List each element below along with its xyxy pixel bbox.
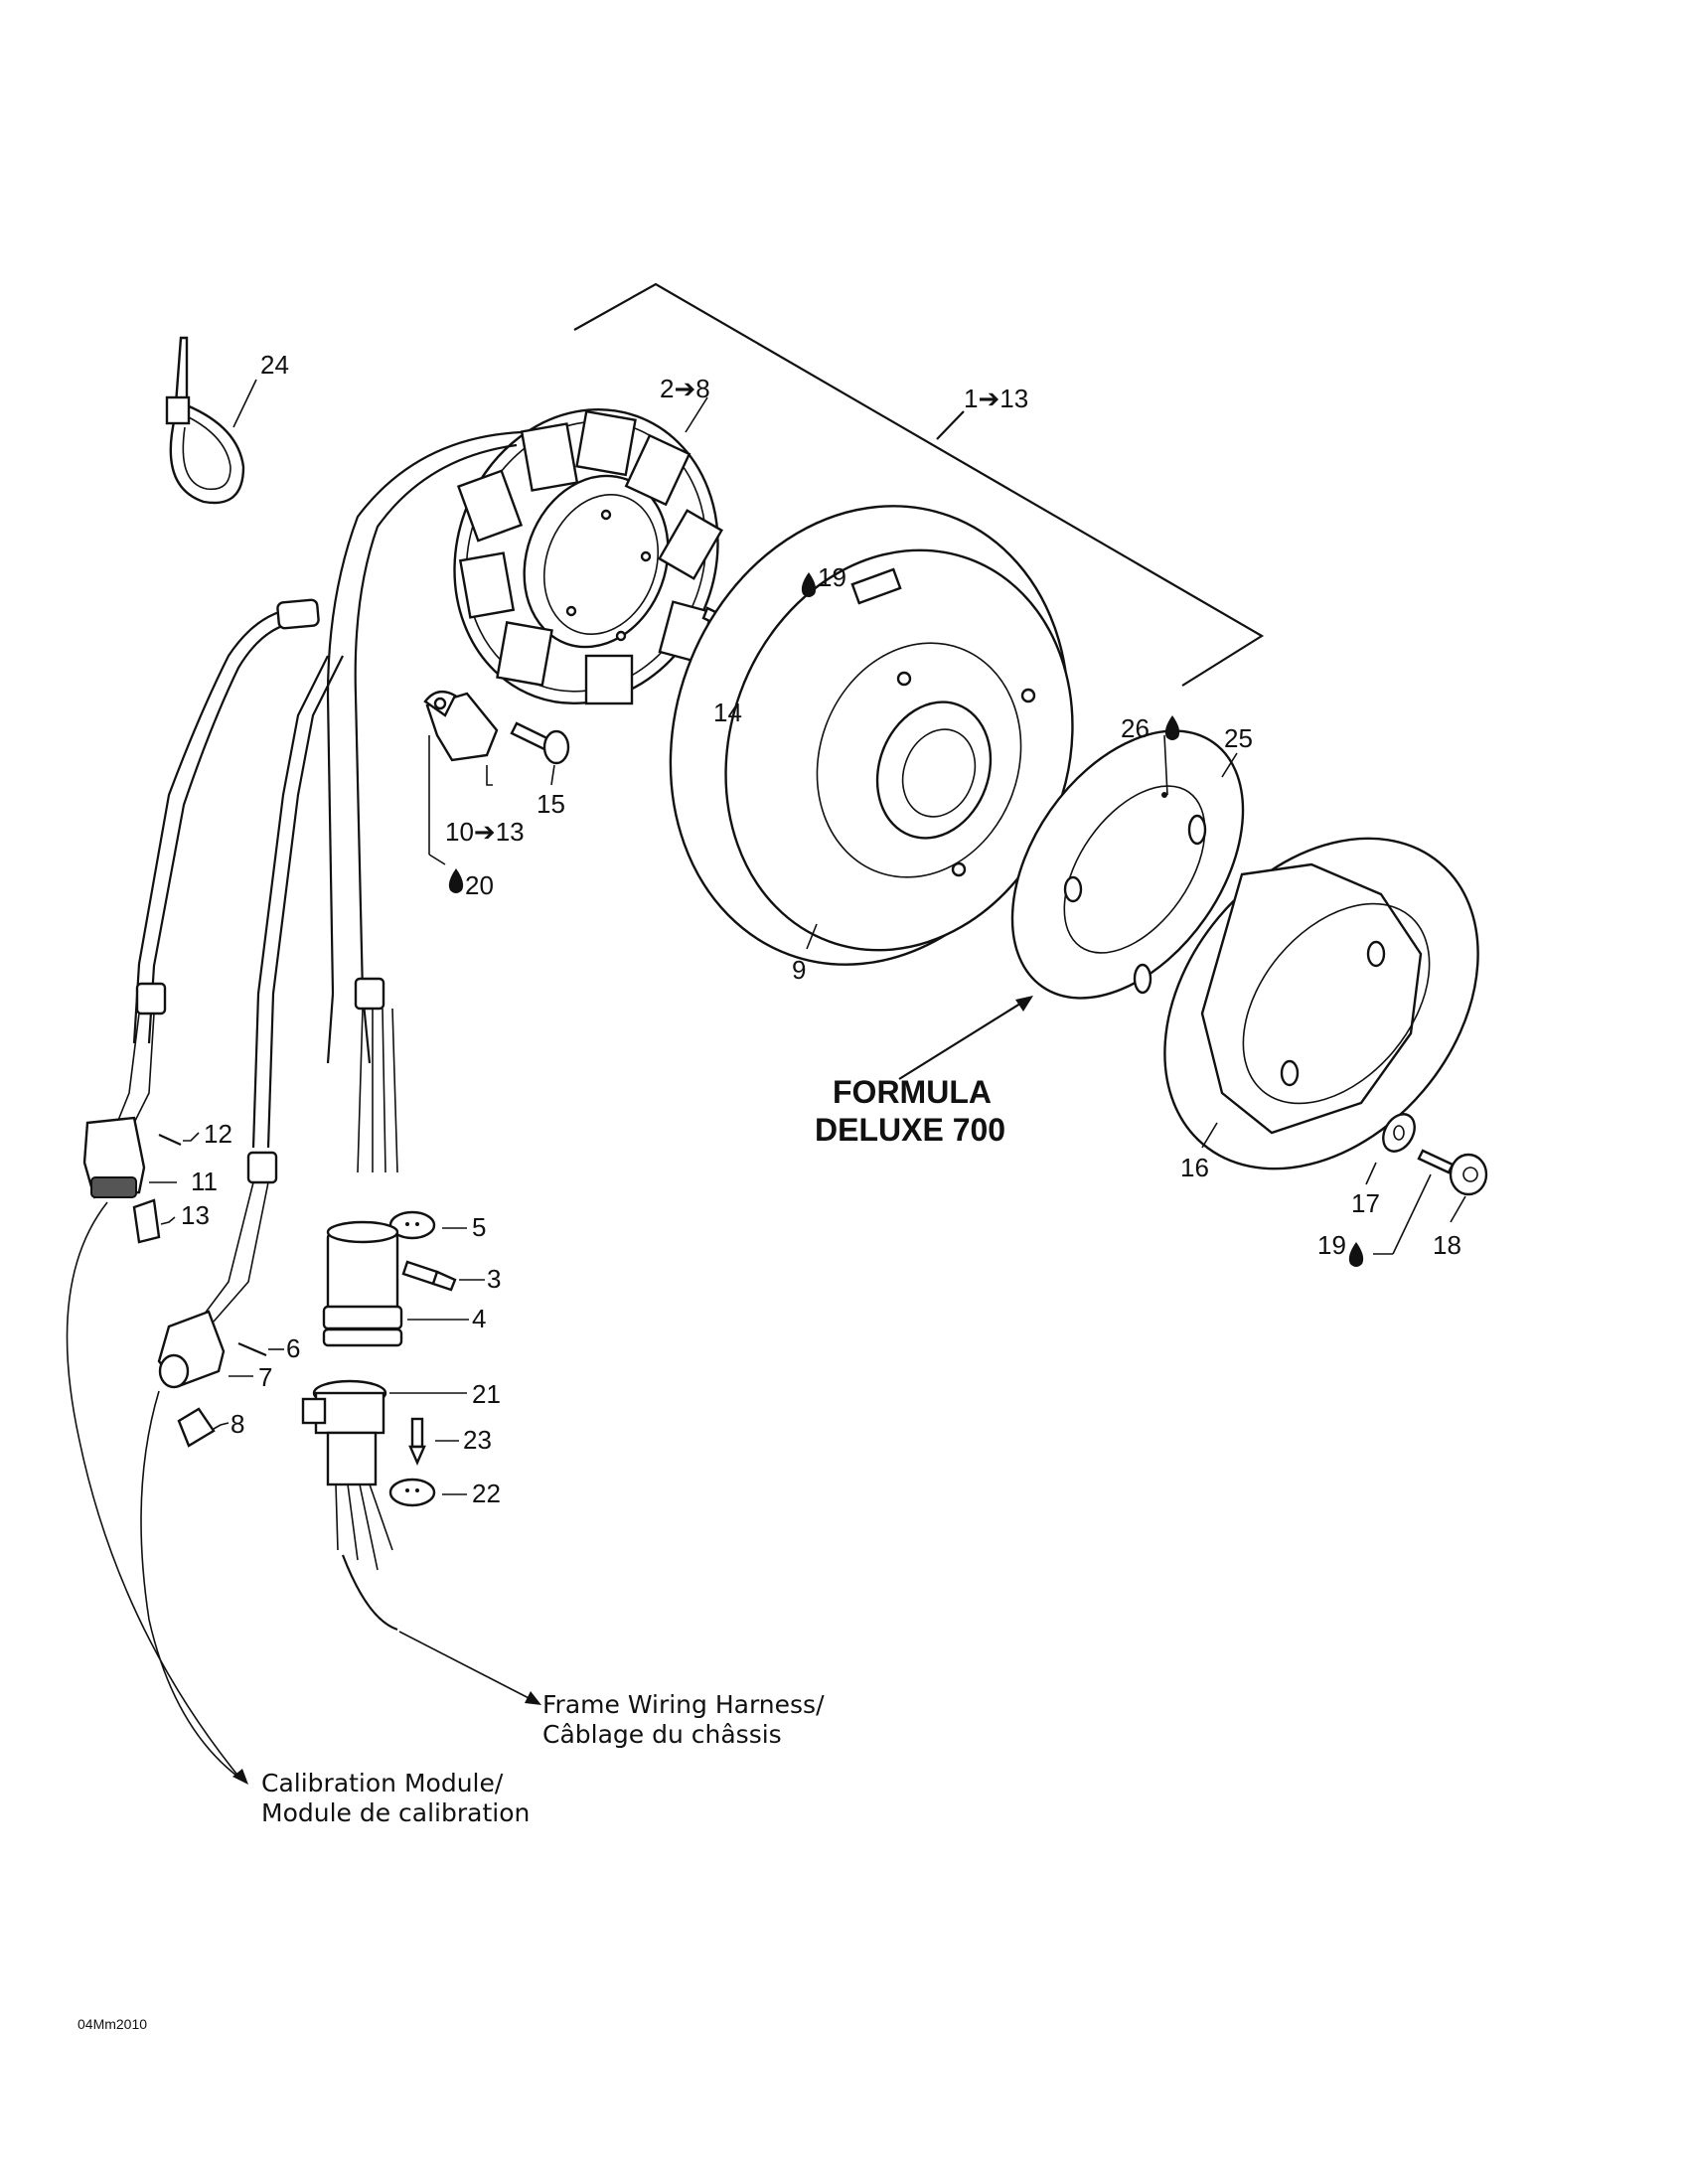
- drop-icon: [801, 572, 817, 597]
- pickup-sensor-part: [423, 690, 499, 865]
- callout-19-top: 19: [818, 562, 846, 592]
- wiring-harness: [108, 430, 523, 1323]
- callout-5: 5: [472, 1212, 486, 1242]
- connector-housing-4-part: [322, 1220, 469, 1347]
- connector-7-part: [157, 1310, 253, 1389]
- callout-2-8: 2➔8: [660, 374, 710, 403]
- clip-8-part: [177, 1407, 230, 1448]
- seal-5-part: [388, 1210, 467, 1240]
- frame-harness-arrow: [398, 1631, 541, 1705]
- model-pointer-arrow: [898, 996, 1033, 1080]
- frame-harness-note-line1: Frame Wiring Harness/: [542, 1690, 825, 1719]
- callout-19-bottom: 19: [1317, 1230, 1346, 1260]
- callout-22: 22: [472, 1479, 501, 1508]
- model-label-line2: DELUXE 700: [815, 1112, 1005, 1148]
- drop-icon: [1348, 1242, 1364, 1267]
- cable-tie-part: [165, 336, 257, 505]
- bolt-18-part: [1373, 1149, 1488, 1255]
- callout-25: 25: [1224, 723, 1253, 753]
- screw-15-part: [510, 721, 570, 786]
- callout-12: 12: [204, 1119, 232, 1149]
- starter-ring-part: [1163, 837, 1479, 1170]
- callout-4: 4: [472, 1304, 486, 1333]
- callout-7: 7: [258, 1362, 272, 1392]
- calibration-note-line2: Module de calibration: [261, 1798, 530, 1827]
- callout-26: 26: [1121, 713, 1150, 743]
- terminal-pin-12-part: [158, 1132, 200, 1147]
- callout-9: 9: [792, 955, 806, 985]
- frame-harness-note-line2: Câblage du châssis: [542, 1720, 782, 1749]
- callout-21: 21: [472, 1379, 501, 1409]
- drop-icon: [448, 868, 464, 893]
- clip-13-part: [132, 1198, 176, 1244]
- callout-14: 14: [713, 698, 742, 727]
- washer-17-part: [1365, 1113, 1416, 1185]
- callout-16: 16: [1180, 1153, 1209, 1182]
- trigger-wheel-part: [1010, 729, 1245, 1000]
- terminal-pin-6-part: [237, 1341, 284, 1357]
- assembly-bracket: [573, 282, 1265, 687]
- terminal-3-part: [401, 1260, 485, 1292]
- callout-18: 18: [1433, 1230, 1461, 1260]
- terminal-23-part: [408, 1417, 459, 1466]
- callout-6: 6: [286, 1333, 300, 1363]
- callout-8: 8: [230, 1409, 244, 1439]
- connector-housing-21-part: [301, 1379, 467, 1632]
- callout-15: 15: [537, 789, 565, 819]
- seal-22-part: [388, 1478, 467, 1507]
- flywheel-part: [669, 505, 1074, 966]
- callout-1-13: 1➔13: [964, 384, 1028, 413]
- callout-10-13: 10➔13: [445, 817, 525, 847]
- stator-part: [453, 396, 723, 705]
- drawing-code: 04Mm2010: [77, 2016, 147, 2032]
- callout-11: 11: [191, 1167, 218, 1196]
- calibration-note-line1: Calibration Module/: [261, 1769, 504, 1797]
- callout-13: 13: [181, 1200, 210, 1230]
- callout-3: 3: [487, 1264, 501, 1294]
- drop-icon: [1164, 715, 1180, 740]
- connector-11-part: [82, 1116, 177, 1199]
- callout-20: 20: [465, 870, 494, 900]
- calibration-module-arrows: [66, 1201, 248, 1785]
- callout-24: 24: [260, 350, 289, 380]
- model-label-line1: FORMULA: [833, 1074, 992, 1110]
- callout-23: 23: [463, 1425, 492, 1455]
- callout-17: 17: [1351, 1188, 1380, 1218]
